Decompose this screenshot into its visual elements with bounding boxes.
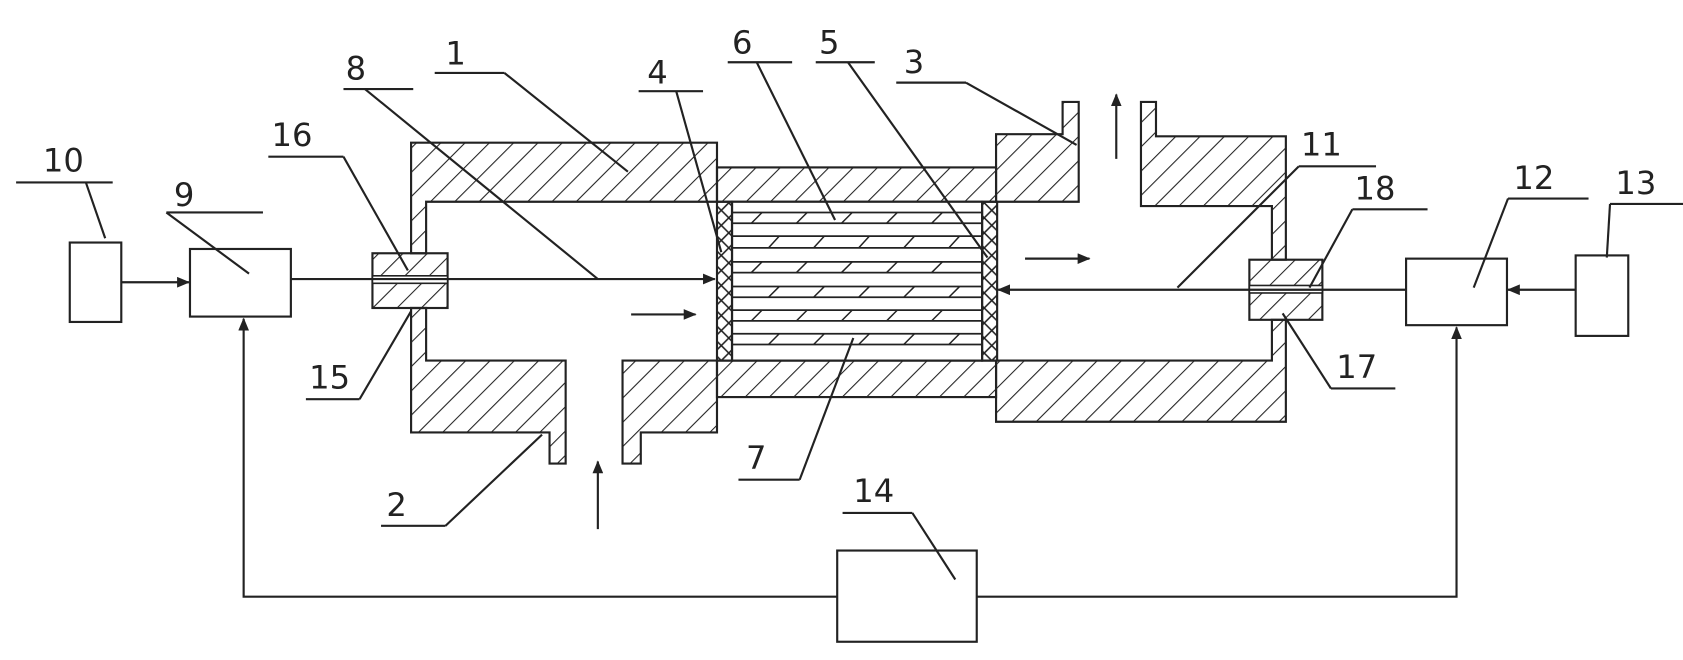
left-seal <box>372 253 447 308</box>
label-12: 12 <box>1513 159 1554 197</box>
label-9: 9 <box>174 176 194 214</box>
housing-1 <box>411 143 717 464</box>
label-11: 11 <box>1301 126 1342 164</box>
label-18: 18 <box>1355 170 1396 208</box>
mesh-4 <box>717 202 732 361</box>
label-14: 14 <box>853 472 894 510</box>
label-5: 5 <box>819 24 839 62</box>
label-8: 8 <box>346 49 366 87</box>
label-7: 7 <box>746 439 766 477</box>
mesh-5 <box>982 202 997 361</box>
label-16: 16 <box>272 116 313 154</box>
housing-3 <box>996 102 1286 422</box>
box-9 <box>190 249 291 317</box>
label-13: 13 <box>1615 164 1656 202</box>
label-4: 4 <box>647 54 667 92</box>
box-13 <box>1576 255 1629 335</box>
label-10: 10 <box>43 142 84 180</box>
box-14 <box>837 551 977 642</box>
label-6: 6 <box>732 24 752 62</box>
label-1: 1 <box>445 34 465 72</box>
box-10 <box>70 243 122 322</box>
box-12 <box>1406 259 1507 326</box>
label-3: 3 <box>904 43 924 81</box>
electrode-stack <box>732 202 982 361</box>
label-15: 15 <box>309 358 350 396</box>
label-2: 2 <box>386 486 406 524</box>
label-17: 17 <box>1336 348 1377 386</box>
